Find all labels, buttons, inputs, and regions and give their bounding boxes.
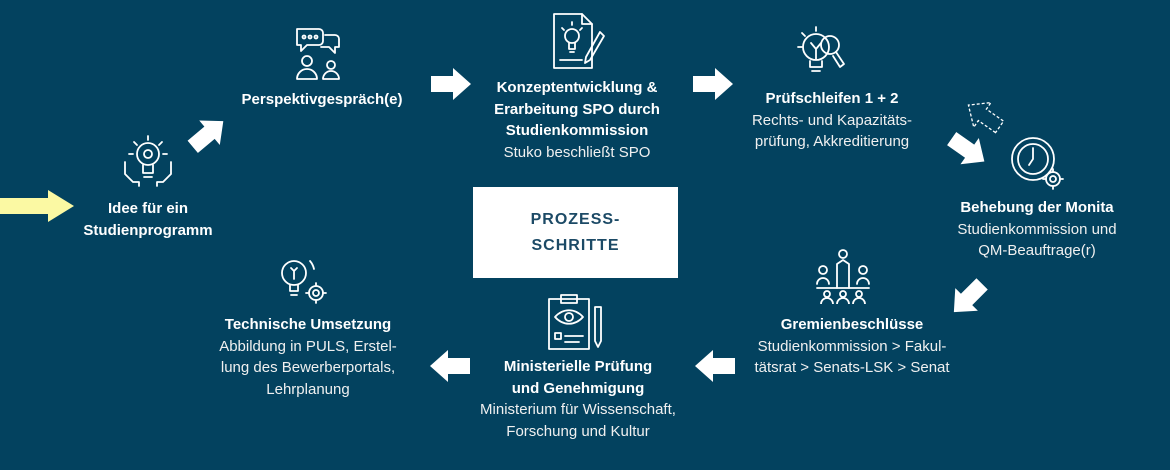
arrow-idee-to-perspektiv bbox=[182, 109, 233, 159]
step-title: Ministerielle Prüfung bbox=[503, 358, 653, 375]
step-title: Prüfschleifen 1 + 2 bbox=[765, 90, 899, 107]
step-description: lung des Bewerberportals, bbox=[220, 359, 396, 376]
document-idea-icon bbox=[550, 12, 606, 70]
arrow-gremien-to-minist bbox=[695, 350, 735, 382]
step-title: Gremienbeschlüsse bbox=[780, 316, 924, 333]
arrow-konzept-to-pruef bbox=[693, 68, 733, 100]
step-technische-umsetzung: Technische Umsetzung Abbildung in PULS, … bbox=[219, 314, 397, 400]
dashed-return-arrow bbox=[958, 91, 1009, 140]
step-description: Ministerium für Wissenschaft, bbox=[480, 401, 676, 418]
step-title: und Genehmigung bbox=[511, 379, 645, 397]
step-pruefschleifen: Prüfschleifen 1 + 2 Rechts- und Kapazitä… bbox=[752, 88, 912, 153]
box-line-1: PROZESS- bbox=[530, 210, 621, 228]
step-title: Idee für ein bbox=[107, 200, 189, 217]
start-arrow bbox=[0, 190, 74, 222]
step-description: prüfung, Akkreditierung bbox=[754, 133, 910, 150]
step-title: Studienprogramm bbox=[83, 221, 213, 239]
arrow-minist-to-technisch bbox=[430, 350, 470, 382]
arrow-perspektiv-to-konzept bbox=[431, 68, 471, 100]
step-idee: Idee für ein Studienprogramm bbox=[83, 198, 212, 241]
clock-gear-icon bbox=[1007, 133, 1067, 193]
step-description: Forschung und Kultur bbox=[506, 422, 650, 440]
step-title: Erarbeitung SPO durch bbox=[494, 100, 660, 118]
idea-gear-icon bbox=[272, 253, 332, 309]
clipboard-eye-icon bbox=[545, 293, 605, 351]
step-perspektivgespraech: Perspektivgespräch(e) bbox=[242, 89, 403, 111]
step-description: QM-Beauftrage(r) bbox=[978, 242, 1096, 259]
idea-hands-icon bbox=[121, 132, 175, 188]
step-behebung: Behebung der Monita Studienkommission un… bbox=[957, 197, 1116, 262]
step-title: Konzeptentwicklung & bbox=[496, 79, 658, 96]
step-description: Studienkommission > Fakul- bbox=[757, 337, 947, 355]
step-title: Studienkommission bbox=[505, 122, 649, 139]
step-description: Stuko beschließt SPO bbox=[503, 143, 651, 161]
step-title: Technische Umsetzung bbox=[224, 316, 392, 333]
arrow-behebung-to-gremien bbox=[943, 273, 994, 324]
step-title: Behebung der Monita bbox=[960, 199, 1114, 216]
meeting-icon bbox=[813, 248, 873, 304]
idea-magnifier-icon bbox=[794, 25, 850, 83]
step-konzeptentwicklung: Konzeptentwicklung & Erarbeitung SPO dur… bbox=[494, 77, 660, 163]
step-title: Perspektivgespräch(e) bbox=[241, 91, 403, 108]
step-ministerielle-pruefung: Ministerielle Prüfung und Genehmigung Mi… bbox=[480, 356, 676, 442]
step-gremienbeschluesse: Gremienbeschlüsse Studienkommission > Fa… bbox=[754, 314, 949, 379]
conversation-icon bbox=[293, 25, 343, 81]
arrow-pruef-to-behebung bbox=[942, 125, 993, 174]
step-description: Rechts- und Kapazitäts- bbox=[751, 111, 913, 129]
step-description: Lehrplanung bbox=[266, 380, 350, 398]
step-description: Abbildung in PULS, Erstel- bbox=[219, 337, 397, 355]
box-line-2: SCHRITTE bbox=[531, 236, 620, 254]
step-description: Studienkommission und bbox=[957, 220, 1117, 238]
process-steps-box: PROZESS- SCHRITTE bbox=[473, 187, 678, 278]
step-description: tätsrat > Senats-LSK > Senat bbox=[754, 359, 950, 376]
